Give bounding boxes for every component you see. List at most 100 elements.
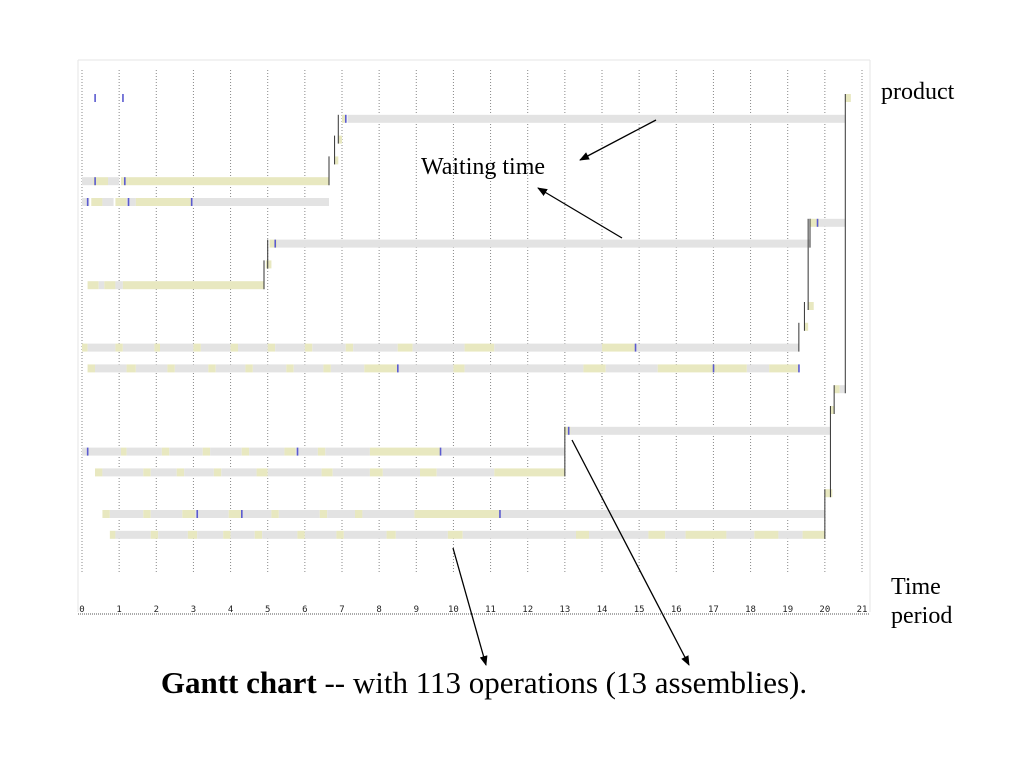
gantt-chart-arrow-left xyxy=(452,547,488,666)
gantt-bar-segment xyxy=(369,447,441,456)
gantt-bar-segment xyxy=(158,530,188,539)
gantt-bar-segment xyxy=(382,468,420,477)
gantt-bar-segment xyxy=(824,489,833,498)
gantt-bar-segment xyxy=(102,510,110,518)
gantt-bar-segment xyxy=(252,364,287,373)
gantt-bar-segment xyxy=(386,530,396,539)
x-tick-label: 14 xyxy=(597,605,608,615)
chart-frame xyxy=(77,59,871,615)
gantt-bar-segment xyxy=(685,530,727,539)
x-tick-label: 7 xyxy=(339,605,344,615)
gantt-bar-segment xyxy=(726,530,755,539)
gantt-bar-segment xyxy=(312,343,346,352)
gantt-bar-segment xyxy=(215,364,246,373)
gantt-bar-segment xyxy=(353,343,398,352)
gantt-bar-segment xyxy=(95,364,127,373)
setup-mark xyxy=(241,510,243,518)
gantt-bar-segment xyxy=(397,364,454,373)
annotation-arrows xyxy=(452,119,690,666)
gantt-bar-segment xyxy=(327,510,355,518)
gantt-bar-segment xyxy=(213,468,222,477)
gantt-bar-segment xyxy=(82,177,94,186)
setup-mark xyxy=(634,343,637,352)
product-label: product xyxy=(881,79,955,105)
setup-mark xyxy=(439,447,442,456)
x-tick-label: 9 xyxy=(414,605,419,615)
gantt-bar-segment xyxy=(241,510,272,518)
gantt-bar-segment xyxy=(834,385,840,394)
gantt-bar-segment xyxy=(265,260,272,269)
gantt-bar-segment xyxy=(109,530,116,539)
gantt-bar-segment xyxy=(746,364,770,373)
gantt-bar-segment xyxy=(321,468,333,477)
gantt-bar-segment xyxy=(115,281,123,290)
gantt-bar-segment xyxy=(221,468,257,477)
gantt-bar-segment xyxy=(87,447,121,456)
x-tick-label: 21 xyxy=(857,605,868,615)
gantt-bar-segment xyxy=(115,198,127,206)
setup-mark xyxy=(567,426,570,435)
x-tick-label: 20 xyxy=(819,605,830,615)
gantt-bar-segment xyxy=(82,447,88,456)
gantt-bar-segment xyxy=(275,343,305,352)
gantt-bar-segment xyxy=(338,135,342,144)
x-tick-label: 11 xyxy=(485,605,496,615)
gantt-bar-segment xyxy=(364,364,398,373)
gantt-bar-segment xyxy=(249,447,285,456)
gantt-bar-segment xyxy=(154,343,160,352)
gantt-bar-segment xyxy=(412,343,465,352)
setup-mark xyxy=(190,198,193,206)
gantt-bar-segment xyxy=(230,343,238,352)
gantt-bar-segment xyxy=(256,468,268,477)
setup-mark xyxy=(274,239,277,248)
gantt-bar-segment xyxy=(150,468,177,477)
gantt-bar-segment xyxy=(208,364,216,373)
gantt-bar-segment xyxy=(102,468,144,477)
gantt-bar-segment xyxy=(362,510,415,518)
gantt-bar-segment xyxy=(447,530,463,539)
gantt-bar-segment xyxy=(576,530,589,539)
gantt-bar-segment xyxy=(128,177,329,186)
gantt-bar-segment xyxy=(839,385,846,394)
gantt-bar-segment xyxy=(464,364,584,373)
gantt-bar-segment xyxy=(325,447,370,456)
assembly-links xyxy=(263,94,846,539)
gantt-bars xyxy=(82,94,851,539)
gantt-bar-segment xyxy=(87,281,99,290)
gantt-bar-segment xyxy=(808,302,814,310)
gantt-bar-segment xyxy=(143,468,151,477)
gantt-bar-segment xyxy=(414,510,500,518)
setup-mark xyxy=(712,364,715,373)
gantt-bar-segment xyxy=(108,177,120,186)
x-tick-label: 17 xyxy=(708,605,719,615)
gantt-bar-segment xyxy=(332,468,370,477)
gantt-bar-segment xyxy=(319,510,328,518)
gantt-bar-segment xyxy=(602,343,636,352)
x-tick-label: 19 xyxy=(782,605,793,615)
gantt-bar-segment xyxy=(115,530,151,539)
gantt-bar-segment xyxy=(184,468,214,477)
x-tick-label: 6 xyxy=(302,605,307,615)
gantt-bar-segment xyxy=(238,343,268,352)
setup-mark xyxy=(122,94,124,102)
waiting-time-label: Waiting time xyxy=(421,154,546,180)
gantt-bar-segment xyxy=(278,510,320,518)
gantt-bar-segment xyxy=(464,343,495,352)
x-tick-label: 4 xyxy=(228,605,233,615)
setup-mark xyxy=(816,218,819,227)
gantt-bar-segment xyxy=(195,510,229,518)
gantt-bar-segment xyxy=(295,447,318,456)
gantt-bar-segment xyxy=(223,530,231,539)
gantt-bar-segment xyxy=(267,343,276,352)
gantt-bar-segment xyxy=(109,510,144,518)
gantt-bar-segment xyxy=(453,364,465,373)
gantt-chart-arrow-right xyxy=(571,439,690,666)
setup-mark xyxy=(127,198,130,206)
gantt-bar-segment xyxy=(347,114,846,123)
time-period-label: Time period xyxy=(891,573,952,631)
gantt-bar-segment xyxy=(345,343,354,352)
gantt-bar-segment xyxy=(499,510,825,518)
gantt-bar-segment xyxy=(304,530,337,539)
gantt-bar-segment xyxy=(210,447,242,456)
gantt-bar-segment xyxy=(665,530,686,539)
